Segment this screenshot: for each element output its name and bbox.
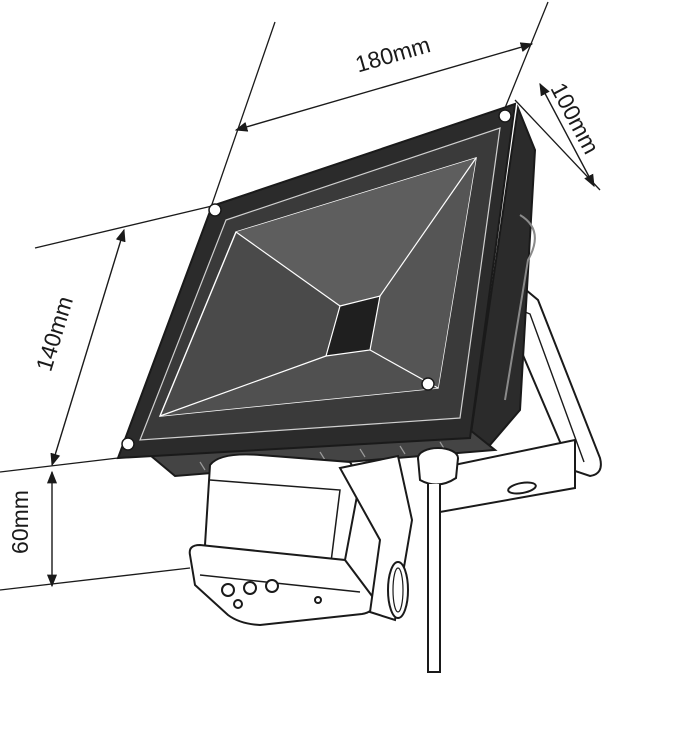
width-dimension-line <box>234 42 534 132</box>
sensor-swivel-knob <box>387 561 409 619</box>
width-label: 180mm <box>352 31 433 77</box>
width-extension-right <box>504 1 549 109</box>
screw-top-left <box>208 203 222 217</box>
sensor-height-label: 60mm <box>7 490 33 554</box>
sensor-knob-1 <box>221 583 235 597</box>
housing-fin-highlight <box>504 214 536 401</box>
sensor-led <box>233 599 243 609</box>
sensor-lens-line <box>199 574 361 593</box>
reflector-top-facet <box>236 158 476 306</box>
sensor-pinhole <box>314 596 322 604</box>
sensor-knob-3 <box>265 579 279 593</box>
screw-bottom-left <box>121 437 135 451</box>
reflector-right-facet <box>370 158 476 388</box>
sensor-swivel-knob-inner <box>392 567 404 613</box>
screw-bottom-right <box>421 377 435 391</box>
cable <box>427 484 441 673</box>
sensor-knob-2 <box>243 581 257 595</box>
led-chip <box>325 295 381 357</box>
height-extension-top <box>34 205 213 249</box>
power-cable <box>417 447 459 673</box>
sensor-extension-bottom <box>0 567 191 591</box>
reflector-bottom-facet <box>160 350 438 416</box>
height-dimension-line <box>50 228 126 467</box>
screw-top-right <box>498 109 512 123</box>
dimension-lines <box>46 42 595 588</box>
sensor-body-edge <box>209 479 341 571</box>
height-extension-bottom <box>0 457 119 473</box>
led-floodlight <box>116 102 517 460</box>
reflector-edges <box>159 157 477 417</box>
width-extension-left <box>209 21 276 211</box>
cable-gland-body <box>417 457 459 486</box>
pir-motion-sensor <box>188 453 414 627</box>
bracket-mount-slot <box>507 481 537 495</box>
depth-label: 100mm <box>546 78 605 158</box>
depth-dimension-line <box>539 82 595 188</box>
sensor-lens-housing <box>188 543 377 627</box>
height-label: 140mm <box>31 293 78 374</box>
